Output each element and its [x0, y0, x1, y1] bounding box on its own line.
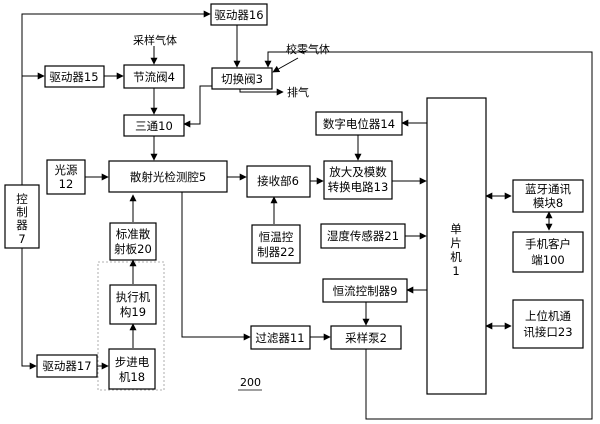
block-filter-11: 过滤器11 — [250, 325, 311, 350]
block-pc-interface-23: 上位机通 讯接口23 — [512, 299, 584, 349]
block-sampling-pump-2: 采样泵2 — [330, 325, 402, 350]
wire-switch3-tee10 — [183, 85, 212, 128]
controller-7-char-4: 7 — [18, 232, 25, 246]
block-phone-client-100: 手机客户 端100 — [512, 231, 584, 273]
driver-17-label: 驱动器17 — [42, 359, 91, 373]
digipot-14-label: 数字电位器14 — [323, 117, 395, 131]
block-light-source-12: 光源 12 — [46, 159, 86, 195]
scatter-plate-20-line-1: 标准散 — [116, 227, 151, 241]
temp-controller-22-line-1: 恒温控 — [259, 230, 294, 244]
actuator-19-line-2: 构19 — [120, 305, 146, 319]
block-chamber-5: 散射光检测腔5 — [108, 160, 228, 193]
receiver-6-label: 接收部6 — [257, 174, 299, 188]
scatter-plate-20-line-2: 射板20 — [114, 242, 152, 256]
light-source-12-line-1: 光源 — [55, 163, 78, 177]
stepper-motor-18-line-1: 步进电 — [115, 355, 150, 369]
block-scatter-plate-20: 标准散 射板20 — [109, 222, 157, 261]
block-actuator-19: 执行机 构19 — [109, 284, 157, 325]
switch-valve-3-label: 切换阀3 — [221, 72, 263, 86]
tee-10-label: 三通10 — [135, 119, 173, 133]
block-driver-15: 驱动器15 — [44, 65, 105, 88]
exhaust-label: 排气 — [287, 85, 309, 99]
bluetooth-8-line-2: 模块8 — [533, 196, 563, 210]
controller-7-char-2: 制 — [16, 205, 28, 219]
temp-controller-22-line-2: 制器22 — [257, 245, 295, 259]
block-temp-controller-22: 恒温控 制器22 — [251, 224, 301, 264]
controller-7-char-3: 器 — [16, 218, 28, 232]
mcu-1-char-4: 1 — [452, 264, 459, 278]
filter-11-label: 过滤器11 — [255, 331, 304, 345]
block-receiver-6: 接收部6 — [246, 165, 311, 198]
block-bluetooth-8: 蓝牙通讯 模块8 — [512, 179, 584, 213]
zero-gas-label: 校零气体 — [286, 42, 330, 56]
wire-ctrl7-driver17 — [21, 248, 37, 370]
light-source-12-line-2: 12 — [59, 177, 74, 191]
wire-switch3-exhaust — [239, 88, 284, 96]
chamber-5-label: 散射光检测腔5 — [130, 170, 206, 184]
wire-chamber5-filter11 — [181, 192, 251, 341]
amp-adc-13-line-1: 放大及模数 — [329, 165, 387, 179]
sample-gas-label: 采样气体 — [133, 33, 177, 47]
humidity-sensor-21-label: 湿度传感器21 — [327, 229, 399, 243]
block-stepper-motor-18: 步进电 机18 — [108, 348, 156, 390]
mcu-1-char-2: 片 — [450, 236, 462, 250]
actuator-19-line-1: 执行机 — [116, 290, 151, 304]
mcu-1-char-3: 机 — [450, 250, 462, 264]
wire-zerogas-switch3 — [272, 57, 299, 73]
pc-interface-23-line-1: 上位机通 — [525, 309, 571, 323]
block-const-current-9: 恒流控制器9 — [322, 278, 408, 303]
block-driver-16: 驱动器16 — [210, 3, 268, 26]
const-current-9-label: 恒流控制器9 — [333, 284, 398, 298]
block-amp-adc-13: 放大及模数 转换电路13 — [323, 160, 393, 200]
connections — [21, 10, 593, 420]
throttle-valve-4-label: 节流阀4 — [133, 70, 175, 84]
block-driver-17: 驱动器17 — [36, 354, 98, 378]
amp-adc-13-line-2: 转换电路13 — [328, 180, 389, 194]
block-humidity-sensor-21: 湿度传感器21 — [320, 223, 406, 249]
block-controller-7: 控 制 器 7 — [4, 184, 40, 249]
block-throttle-valve-4: 节流阀4 — [123, 64, 185, 89]
block-switch-valve-3: 切换阀3 — [211, 67, 273, 90]
mechanism-group-outline — [97, 261, 165, 391]
block-tee-10: 三通10 — [123, 114, 185, 137]
mcu-1-char-1: 单 — [450, 222, 462, 236]
wire-ctrl7-driver16 — [21, 10, 211, 185]
wire-pump2-switch3 — [264, 51, 593, 420]
phone-client-100-line-2: 端100 — [531, 253, 564, 267]
block-mcu-1: 单 片 机 1 — [426, 97, 487, 395]
driver-16-label: 驱动器16 — [214, 8, 263, 22]
controller-7-char-1: 控 — [16, 192, 28, 206]
figure-number: 200 — [240, 376, 261, 389]
sampling-pump-2-label: 采样泵2 — [345, 331, 387, 345]
driver-15-label: 驱动器15 — [49, 70, 98, 84]
pc-interface-23-line-2: 讯接口23 — [523, 325, 572, 339]
phone-client-100-line-1: 手机客户 — [525, 237, 571, 251]
bluetooth-8-line-1: 蓝牙通讯 — [525, 182, 571, 196]
block-digipot-14: 数字电位器14 — [315, 111, 403, 136]
stepper-motor-18-line-2: 机18 — [119, 370, 145, 384]
